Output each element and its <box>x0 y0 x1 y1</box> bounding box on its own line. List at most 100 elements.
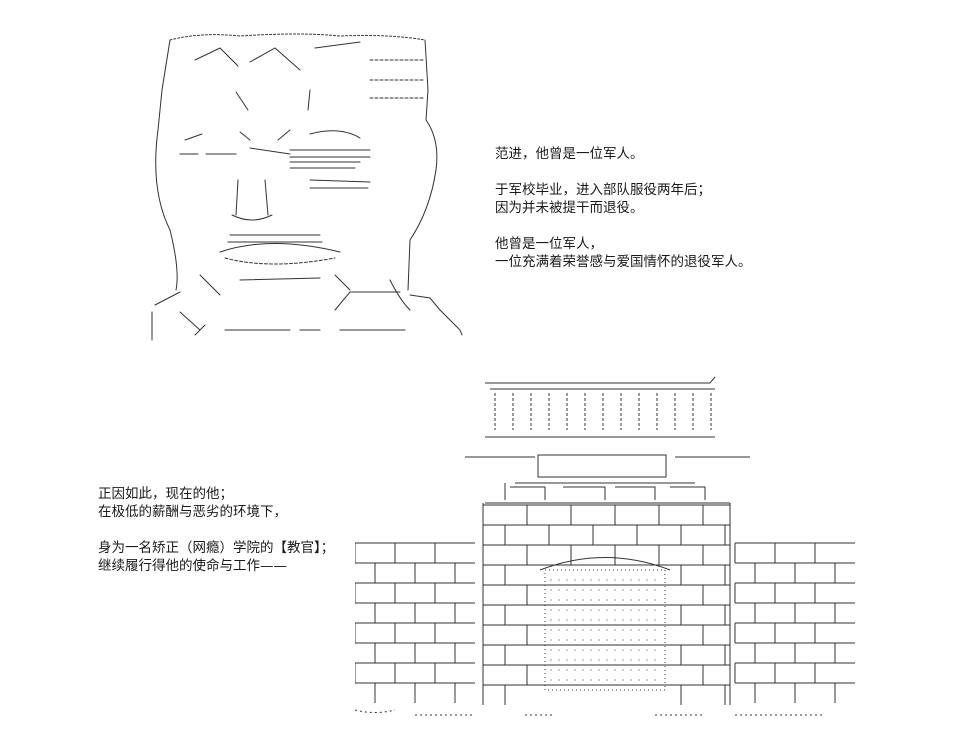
doorway-dot <box>638 579 640 581</box>
caption-line: 因为并未被提干而退役。 <box>495 200 644 216</box>
doorway-dot <box>558 639 560 641</box>
doorway-dot <box>598 589 600 591</box>
doorway-dot <box>606 639 608 641</box>
doorway-dot <box>638 629 640 631</box>
caption-line: 他曾是一位军人， <box>495 236 603 252</box>
doorway-dot <box>646 679 648 681</box>
doorway-dot <box>558 619 560 621</box>
doorway-dot <box>638 679 640 681</box>
doorway-dot <box>566 599 568 601</box>
doorway-dot <box>574 579 576 581</box>
doorway-dot <box>582 679 584 681</box>
doorway-dot <box>646 629 648 631</box>
doorway-dot <box>622 579 624 581</box>
doorway-dot <box>614 589 616 591</box>
doorway-dot <box>582 659 584 661</box>
doorway-dot <box>638 669 640 671</box>
doorway-dot <box>638 649 640 651</box>
doorway-dot <box>558 609 560 611</box>
bottom-caption: 正因如此，现在的他； 在极低的薪酬与恶劣的环境下， 身为一名矫正（网瘾）学院的【… <box>98 485 334 575</box>
doorway-dot <box>646 639 648 641</box>
doorway-dot <box>558 659 560 661</box>
doorway-dot <box>622 609 624 611</box>
doorway-dot <box>582 589 584 591</box>
doorway-dot <box>558 579 560 581</box>
doorway-dot <box>654 629 656 631</box>
doorway-dot <box>566 609 568 611</box>
doorway-dot <box>630 659 632 661</box>
doorway-dot <box>598 609 600 611</box>
building-ascii-art <box>355 376 855 716</box>
doorway-dot <box>550 679 552 681</box>
doorway-dot <box>566 639 568 641</box>
caption-line: 于军校毕业，进入部队服役两年后； <box>495 182 711 198</box>
doorway-dot <box>654 589 656 591</box>
doorway-dot <box>574 599 576 601</box>
doorway-dot <box>638 609 640 611</box>
doorway-dot <box>614 629 616 631</box>
doorway-dot <box>654 619 656 621</box>
doorway-dot <box>654 649 656 651</box>
caption-line: 一位充满着荣誉感与爱国情怀的退役军人。 <box>495 254 752 270</box>
doorway-dot <box>566 589 568 591</box>
doorway-dot <box>558 629 560 631</box>
doorway-dot <box>614 649 616 651</box>
doorway-dot <box>558 589 560 591</box>
doorway-dot <box>598 639 600 641</box>
doorway-dot <box>558 679 560 681</box>
doorway-dot <box>566 669 568 671</box>
doorway-dot <box>606 629 608 631</box>
doorway-dot <box>638 619 640 621</box>
doorway-dot <box>606 619 608 621</box>
doorway-dot <box>550 589 552 591</box>
portrait-ascii-art <box>151 33 463 341</box>
doorway-dot <box>574 629 576 631</box>
doorway-dot <box>558 669 560 671</box>
doorway-dot <box>598 579 600 581</box>
doorway-dot <box>622 659 624 661</box>
doorway-dot <box>646 619 648 621</box>
doorway-dot <box>574 589 576 591</box>
doorway-dot <box>566 619 568 621</box>
doorway-dot <box>606 589 608 591</box>
doorway-dot <box>574 649 576 651</box>
doorway-dot <box>614 669 616 671</box>
doorway-dot <box>606 679 608 681</box>
doorway-dot <box>646 599 648 601</box>
doorway-dot <box>582 619 584 621</box>
doorway-dot <box>574 639 576 641</box>
doorway-dot <box>550 579 552 581</box>
doorway-dot <box>590 679 592 681</box>
top-caption: 范进，他曾是一位军人。 于军校毕业，进入部队服役两年后； 因为并未被提干而退役。… <box>495 145 752 271</box>
doorway-dot <box>598 679 600 681</box>
caption-line: 正因如此，现在的他； <box>98 486 233 502</box>
doorway-dot <box>590 659 592 661</box>
doorway-dot <box>646 659 648 661</box>
doorway-dot <box>606 609 608 611</box>
doorway-dot <box>598 669 600 671</box>
doorway-dot <box>630 599 632 601</box>
doorway-dot <box>622 639 624 641</box>
doorway-dot <box>638 659 640 661</box>
doorway-dot <box>622 669 624 671</box>
doorway-dot <box>550 669 552 671</box>
doorway-dot <box>574 619 576 621</box>
doorway-dot <box>622 599 624 601</box>
doorway-dot <box>590 669 592 671</box>
doorway-dot <box>550 599 552 601</box>
doorway-dot <box>582 609 584 611</box>
doorway-dot <box>590 649 592 651</box>
doorway-dot <box>630 679 632 681</box>
doorway-dot <box>566 649 568 651</box>
doorway-dot <box>622 679 624 681</box>
doorway-dot <box>574 679 576 681</box>
caption-line <box>98 521 334 539</box>
doorway-dot <box>622 629 624 631</box>
doorway-dot <box>582 669 584 671</box>
doorway-dot <box>590 629 592 631</box>
doorway-dot <box>630 589 632 591</box>
doorway-dot <box>590 579 592 581</box>
doorway-dot <box>614 609 616 611</box>
doorway-dot <box>582 579 584 581</box>
doorway-dot <box>630 609 632 611</box>
